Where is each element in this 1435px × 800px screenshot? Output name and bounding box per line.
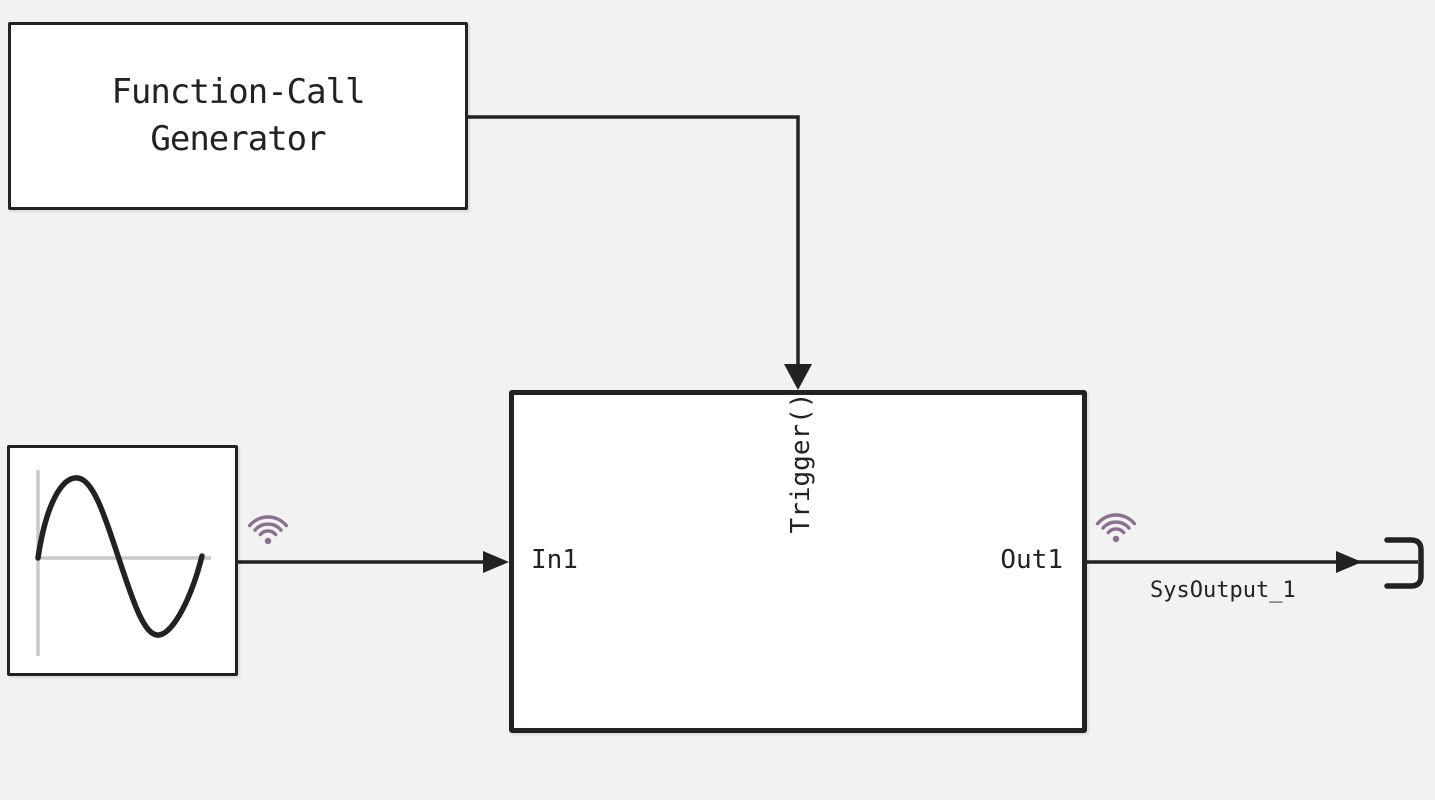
signal-name-label[interactable]: SysOutput_1 — [1150, 578, 1296, 603]
subsystem-inport-label: In1 — [531, 545, 578, 575]
arrowhead-right-icon — [1336, 551, 1362, 573]
wire-out1-to-terminal[interactable] — [1087, 551, 1418, 573]
output-terminal-icon[interactable] — [1384, 537, 1424, 589]
subsystem-trigger-port-label: Trigger() — [786, 392, 816, 534]
signal-logging-wifi-icon[interactable] — [1092, 502, 1140, 544]
arrowhead-right-icon — [483, 551, 509, 573]
signal-logging-wifi-icon[interactable] — [244, 504, 292, 546]
wire-sine-to-in1[interactable] — [237, 551, 509, 573]
function-call-generator-label: Function-Call Generator — [111, 72, 365, 159]
sine-wave-block[interactable] — [7, 445, 238, 676]
arrowhead-down-icon — [784, 364, 812, 390]
function-call-generator-block[interactable]: Function-Call Generator — [8, 22, 468, 210]
sine-wave-icon — [35, 470, 211, 656]
wire-function-call[interactable] — [468, 115, 812, 390]
triggered-subsystem-block[interactable] — [509, 390, 1087, 733]
subsystem-outport-label: Out1 — [1000, 545, 1063, 575]
